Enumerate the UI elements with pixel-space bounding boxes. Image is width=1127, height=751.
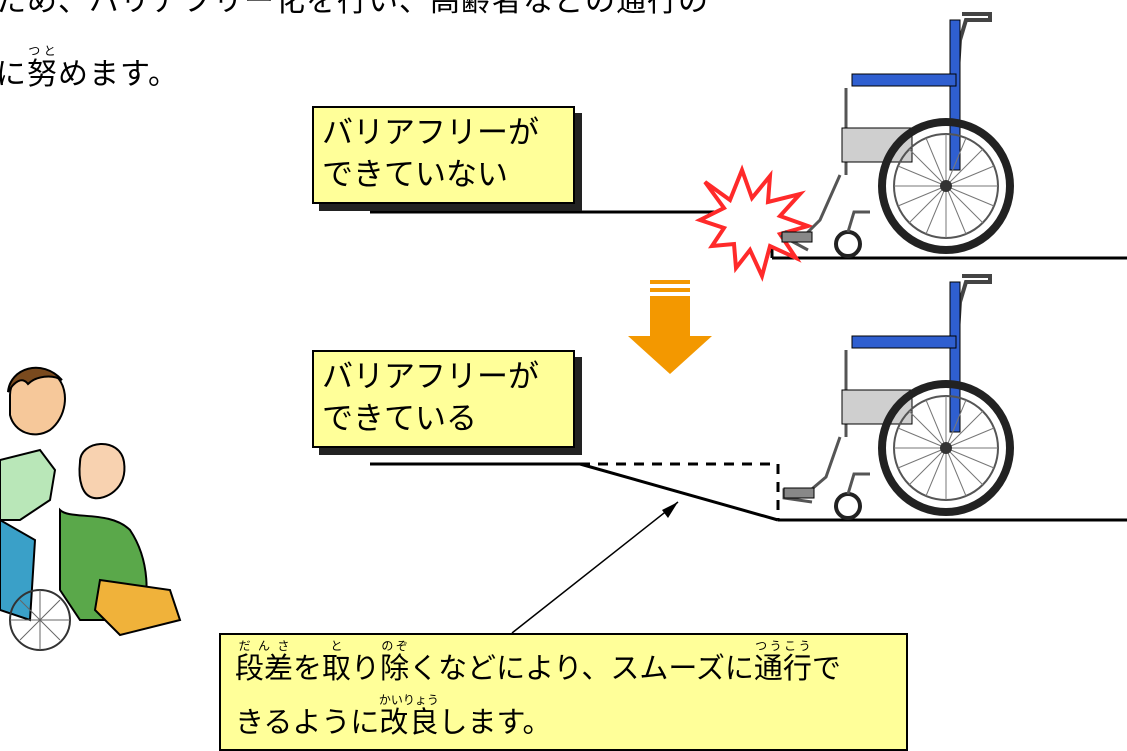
- caregiver-illustration: [0, 366, 182, 651]
- caption-ruby-reading: かいりょう: [378, 693, 439, 707]
- label-after-line-1: バリアフリーが: [322, 359, 539, 395]
- caption-text: を: [293, 651, 323, 685]
- caption-ruby-reading: だんさ: [235, 639, 293, 653]
- label-after: バリアフリーが できている: [312, 350, 582, 455]
- wheelchair-armrest: [851, 73, 957, 87]
- intro-ruby-reading: つと: [27, 44, 58, 58]
- caption-ruby-base: 除: [380, 651, 410, 685]
- label-before: バリアフリーが できていない: [312, 106, 582, 211]
- wheelchair-armrest: [851, 335, 957, 349]
- wheelchair-big-wheel: [878, 118, 1014, 254]
- caption-line-2: きるように改良かいりょうします。: [235, 693, 552, 750]
- ramp: [579, 462, 779, 522]
- caption-ruby: 取と: [322, 640, 352, 685]
- wheelchair-caster: [834, 492, 862, 520]
- wheelchair-back: [0, 518, 37, 622]
- down-arrow-icon: [628, 280, 712, 374]
- label-before-line-1: バリアフリーが: [322, 115, 539, 151]
- caption-ruby-base: 通行: [753, 651, 812, 685]
- label-box-before: バリアフリーが できていない: [312, 106, 575, 204]
- wheelchair-big-wheel: [878, 380, 1014, 516]
- scene-before: [370, 164, 1127, 282]
- caption-box: 段差だんさを取とり除のぞくなどにより、スムーズに通行つうこうで きるように改良か…: [219, 633, 908, 751]
- caption-text: り: [351, 651, 381, 685]
- scene-after: [370, 462, 1127, 634]
- intro-line-2-tail: に: [0, 57, 27, 92]
- intro-line-1: ため、バリアフリー化を行い、高齢者などの通行の: [0, 0, 709, 19]
- caption-ruby-base: 改良: [378, 705, 439, 739]
- caption-line-1: 段差だんさを取とり除のぞくなどにより、スムーズに通行つうこうで: [235, 639, 841, 696]
- caption-ruby: 通行つうこう: [753, 640, 812, 685]
- wheelchair-backrest: [949, 281, 961, 433]
- intro-ruby-word: 努つと: [27, 45, 58, 92]
- pointer-line: [511, 501, 679, 634]
- caption-ruby-base: 段差: [235, 651, 294, 685]
- label-box-after: バリアフリーが できている: [312, 350, 575, 448]
- wheelchair-icon: [782, 274, 1014, 520]
- caption-text: くなどにより、スムーズに: [409, 651, 754, 685]
- elder-blanket: [93, 578, 182, 637]
- caption-ruby: 改良かいりょう: [378, 694, 439, 739]
- intro-line-2: に努つとめます。: [0, 44, 179, 93]
- removed-step-outline: [580, 462, 780, 520]
- label-after-line-2: できている: [322, 401, 477, 437]
- impact-burst-icon: [694, 164, 815, 282]
- caption-ruby-reading: つうこう: [753, 639, 812, 653]
- caption-ruby: 段差だんさ: [235, 640, 294, 685]
- label-before-line-2: できていない: [322, 157, 508, 193]
- caregiver-shirt: [0, 448, 57, 521]
- caption-ruby-reading: のぞ: [380, 639, 410, 653]
- caption-text: します。: [438, 705, 552, 739]
- caregiver-wheel-spokes: [10, 590, 70, 650]
- wheelchair-caster: [834, 230, 862, 258]
- caption-text: で: [811, 651, 841, 685]
- intro-ruby-base: 努: [27, 57, 58, 92]
- caption-text: きるように: [235, 705, 380, 739]
- pointer-arrowhead: [662, 502, 678, 518]
- wheelchair-backrest: [949, 19, 961, 171]
- intro-line-2-end: めます。: [58, 57, 179, 92]
- caption-ruby: 除のぞ: [380, 640, 410, 685]
- caregiver-hair: [7, 366, 63, 393]
- caption-ruby-reading: と: [322, 639, 352, 653]
- elder-face: [78, 443, 126, 500]
- caption-ruby-base: 取: [322, 651, 352, 685]
- wheelchair-icon: [779, 12, 1014, 258]
